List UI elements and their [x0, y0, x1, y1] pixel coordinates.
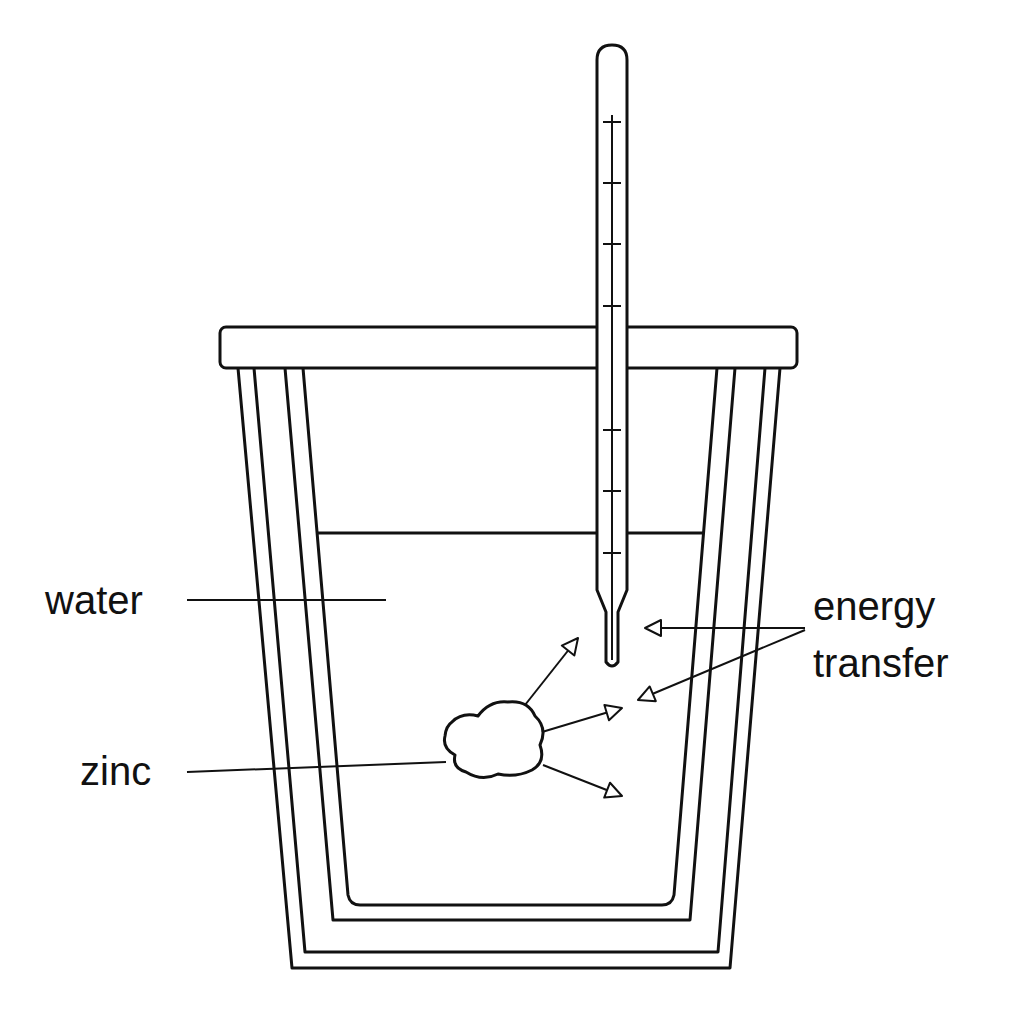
scale-tick — [603, 552, 621, 554]
zinc-lump — [444, 702, 543, 778]
water-surface — [316, 532, 704, 535]
cup-outer-wall — [238, 368, 780, 968]
scale-tick — [603, 243, 621, 245]
leader-arrow — [645, 627, 805, 629]
energy-arrow — [542, 708, 622, 732]
scale-tick — [603, 429, 621, 431]
part-label: zinc — [80, 743, 180, 800]
part-label: energy transfer — [813, 578, 991, 692]
cup-cavity — [303, 368, 717, 905]
thermometer-scale — [603, 122, 621, 553]
scale-tick — [603, 490, 621, 492]
part-label: water — [45, 572, 180, 629]
leader-line — [187, 762, 446, 772]
leader-line — [187, 599, 386, 601]
thermometer — [597, 45, 627, 666]
scale-tick — [603, 305, 621, 307]
cup-middle-wall — [254, 368, 765, 952]
energy-arrow — [525, 638, 578, 705]
lid — [220, 327, 797, 368]
thermometer-capillary — [611, 115, 613, 660]
cup-inner-wall — [285, 368, 735, 920]
scale-tick — [603, 182, 621, 184]
leader-arrow — [638, 630, 805, 700]
energy-arrow — [543, 765, 622, 796]
scale-tick — [603, 121, 621, 123]
